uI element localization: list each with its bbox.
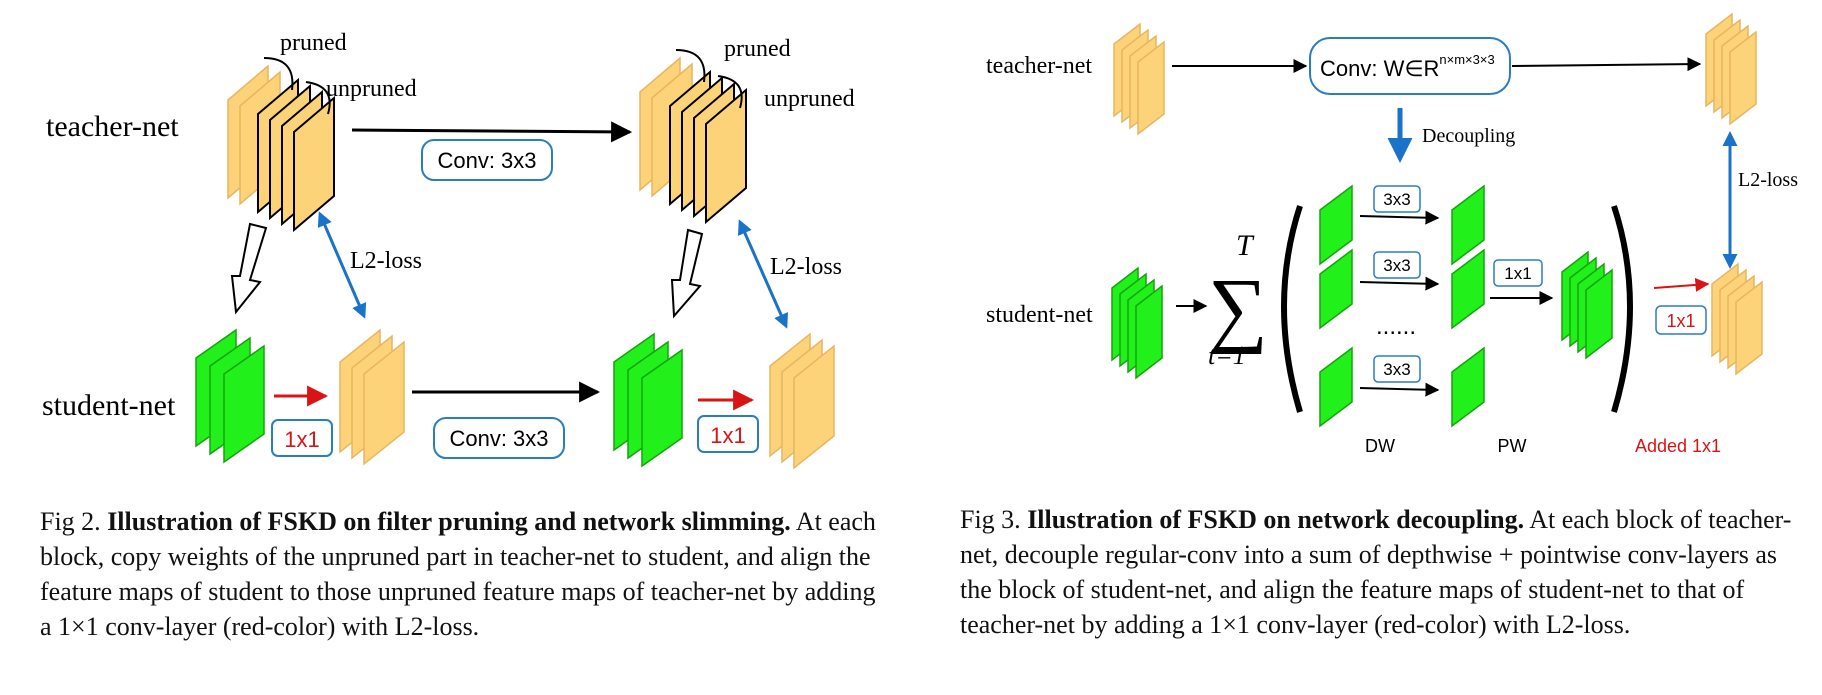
fig2-student-stack-2: [613, 332, 683, 468]
fig3-caption-title: Illustration of FSKD on network decoupli…: [1027, 505, 1525, 534]
fig3-conv-label: Conv: W∈R: [1320, 56, 1439, 81]
fig3-decoupling-label: Decoupling: [1422, 125, 1515, 147]
fig3-caption-prefix: Fig 3.: [960, 505, 1028, 534]
fig2-student-teacher-stack-1: [339, 328, 405, 466]
fig2-conv-label-student: Conv: 3x3: [449, 426, 548, 451]
fig2-teacher-arrow: [351, 121, 633, 143]
fig3-pw-map-3: [1451, 346, 1485, 428]
fig2-unpruned-label-2: unpruned: [764, 86, 855, 112]
fig3-teacher-arrow-out: [1511, 57, 1702, 72]
fig3-3x3-label-1: 3x3: [1383, 190, 1410, 209]
figure-diagram: teacher-net student-net pruned unpruned: [42, 12, 1798, 470]
fig3-sum-bottom: t=1: [1208, 341, 1246, 370]
fig2-copy-arrow-2: [670, 228, 704, 319]
fig3-ellipsis: ......: [1376, 313, 1416, 340]
fig3-dw-label: DW: [1365, 436, 1395, 456]
fig3-dw-arrow-3: [1359, 382, 1440, 397]
fig2-teacher-stack-1: [227, 57, 335, 233]
fig3-student-net-label: student-net: [986, 302, 1093, 328]
fig3-3x3-label-3: 3x3: [1383, 360, 1410, 379]
fig2-student-stack-1: [195, 328, 265, 464]
fig2-caption-title: Illustration of FSKD on filter pruning a…: [107, 507, 791, 536]
fig2-teacher-net-label: teacher-net: [46, 110, 179, 143]
fig3-dw-arrow-1: [1359, 210, 1440, 225]
fig3-3x3-box-2: [1373, 251, 1421, 279]
fig3-1x1-box-added: [1655, 305, 1707, 335]
fig3-1x1-label-pw: 1x1: [1504, 264, 1531, 283]
fig2-teacher-stack-2: [639, 49, 747, 225]
fig3-pw-map-2: [1451, 248, 1485, 330]
fig2-student-teacher-stack-2: [769, 332, 835, 470]
fig2-caption-body: At each block, copy weights of the unpru…: [40, 507, 876, 641]
fig3-paren-left: [1281, 205, 1303, 413]
fig2-1x1-box-2: [697, 415, 759, 453]
fig3-sigma: ∑: [1208, 262, 1268, 355]
fig2-caption: Fig 2. Illustration of FSKD on filter pr…: [40, 504, 890, 644]
fig3-teacher-net-label: teacher-net: [986, 53, 1092, 79]
fig2-l2-arrow-1: [317, 211, 367, 319]
fig2-caption-prefix: Fig 2.: [40, 507, 108, 536]
fig3-3x3-box-1: [1373, 185, 1421, 213]
fig2-conv-box-teacher: [421, 139, 553, 181]
fig2-diagram: teacher-net student-net pruned unpruned: [42, 30, 855, 470]
fig2-1x1-box-1: [271, 419, 333, 457]
fig3-teacher-stack-left: [1113, 22, 1165, 136]
fig3-pw-map-1: [1451, 184, 1485, 266]
fig2-l2-label-1: L2-loss: [350, 248, 422, 274]
fig2-1x1-label-1: 1x1: [284, 427, 319, 452]
fig3-3x3-label-2: 3x3: [1383, 256, 1410, 275]
fig3-diagram: teacher-net student-net Conv: W∈Rn×m×3×3…: [986, 12, 1798, 456]
fig3-dw-map-2: [1319, 248, 1353, 330]
fig3-paren-right: [1611, 205, 1633, 413]
fig3-student-stack-left: [1111, 266, 1163, 380]
fig3-1x1-label-added: 1x1: [1666, 311, 1695, 331]
fig2-conv-box-student: [433, 417, 565, 459]
fig3-dw-map-3: [1319, 346, 1353, 428]
fig3-1x1-box-pw: [1493, 259, 1543, 287]
fig2-l2-label-2: L2-loss: [770, 254, 842, 280]
fig3-3x3-box-3: [1373, 355, 1421, 383]
fig2-conv-label-teacher: Conv: 3x3: [437, 148, 536, 173]
fig2-pruned-label-1: pruned: [280, 30, 347, 56]
fig2-unpruned-label-1: unpruned: [326, 76, 417, 102]
fig3-dw-arrow-2: [1359, 276, 1440, 291]
fig3-aligned-stack: [1711, 262, 1763, 376]
fig3-caption: Fig 3. Illustration of FSKD on network d…: [960, 502, 1810, 642]
fig3-sum-top: T: [1236, 229, 1255, 262]
fig2-copy-arrow-1: [230, 222, 268, 315]
fig3-pw-output-stack: [1561, 250, 1613, 360]
fig2-pruned-label-2: pruned: [724, 36, 791, 62]
fig3-l2-label: L2-loss: [1738, 169, 1798, 191]
fig3-caption-body: At each block of teacher-net, decouple r…: [960, 505, 1792, 639]
fig2-l2-arrow-2: [737, 219, 789, 329]
fig2-student-net-label: student-net: [42, 389, 176, 422]
fig3-conv-box: [1309, 37, 1511, 95]
fig3-teacher-stack-right: [1705, 12, 1757, 126]
fig3-conv-superscript: n×m×3×3: [1439, 52, 1494, 67]
fig2-1x1-label-2: 1x1: [710, 423, 745, 448]
fig3-pw-label: PW: [1498, 436, 1527, 456]
fig3-dw-map-1: [1319, 184, 1353, 266]
fig3-added-1x1-label: Added 1x1: [1635, 436, 1721, 456]
fig3-conv-text: Conv: W∈Rn×m×3×3: [1320, 52, 1495, 81]
fig3-red-arrow: [1653, 277, 1710, 292]
